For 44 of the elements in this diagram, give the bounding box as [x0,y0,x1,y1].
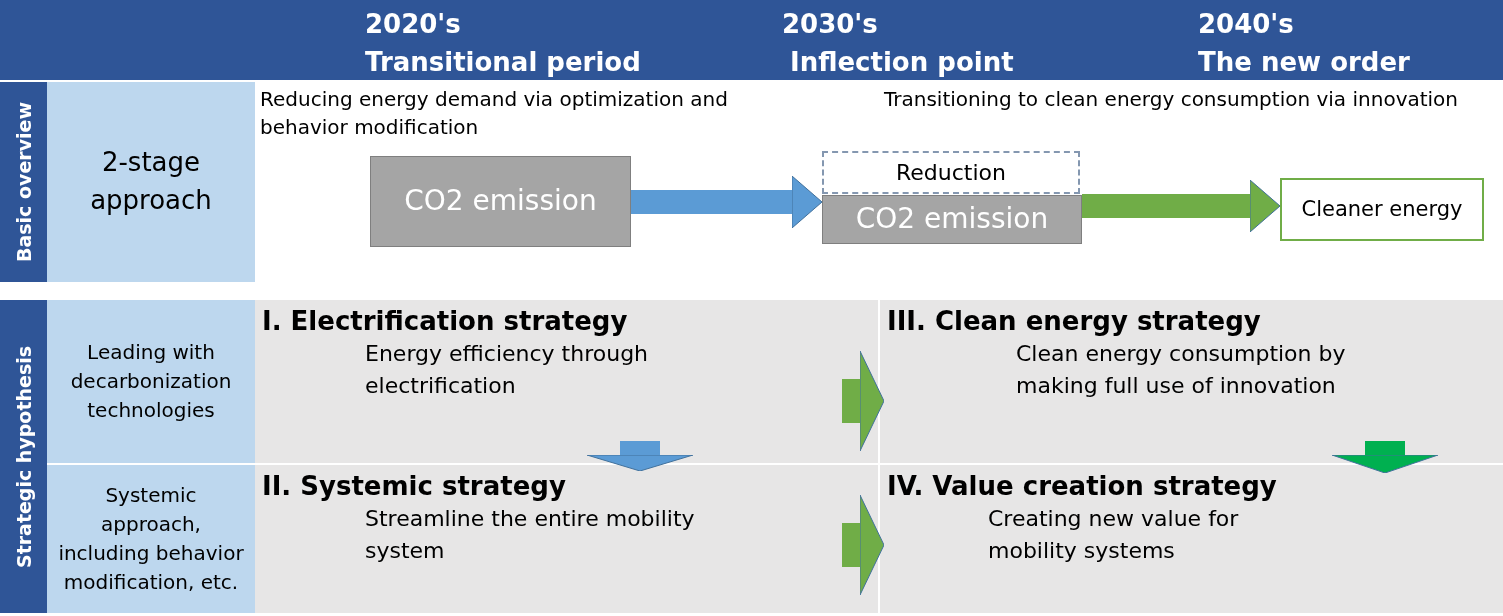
strategy-description: Creating new value for mobility systems [988,505,1240,565]
strategy-description: Clean energy consumption by making full use of innovation [1016,340,1346,400]
block-arrow [631,175,823,229]
row-label: Strategic hypothesis [12,345,35,568]
column-heading: Inflection point [790,46,1014,79]
strategy-cell [880,465,1503,613]
reduction-box [822,151,1080,194]
strategy-heading: IV. Value creation strategy [887,471,1278,501]
row-band [0,82,47,282]
node-text: CO2 emission [403,183,598,220]
strategy-heading: II. Systemic strategy [262,471,567,501]
block-arrow [1331,441,1439,474]
node-text: Cleaner energy [1300,196,1464,224]
block-arrow [842,350,885,452]
block-arrow [842,494,885,596]
strategy-cell [255,465,878,613]
row-label: Basic overview [12,102,35,262]
strategy-heading: I. Electrification strategy [262,306,629,336]
note-text: Transitioning to clean energy consumption via innovation [884,86,1460,113]
column-heading: 2030's [782,8,878,41]
column-heading: 2020's [365,8,461,41]
strategy-description: Energy efficiency through electrification [365,340,650,400]
row-header-cell [47,465,255,613]
strategy-heading: III. Clean energy strategy [887,306,1262,336]
emission-box [822,195,1082,244]
energy-box [1280,178,1484,241]
column-heading: Transitional period [365,46,641,79]
row-header-cell [47,82,255,282]
node-text: Leading with decarbonization technologies [69,339,233,424]
strategy-description: Streamline the entire mobility system [365,505,695,565]
row-header-cell [47,300,255,463]
note-text: Reducing energy demand via optimization and behavior modification [260,86,729,141]
node-text: Systemic approach, including behavior modification, etc. [57,482,245,596]
block-arrow [1082,179,1281,233]
block-arrow [586,441,694,472]
node-text: Reduction [895,158,1007,187]
node-text: CO2 emission [854,201,1050,238]
emission-box [370,156,631,247]
strategy-cell [880,300,1503,463]
column-heading: The new order [1198,46,1410,79]
row-band [0,300,47,613]
strategy-cell [255,300,878,463]
node-text: 2-stage approach [89,146,213,217]
column-heading: 2040's [1198,8,1294,41]
